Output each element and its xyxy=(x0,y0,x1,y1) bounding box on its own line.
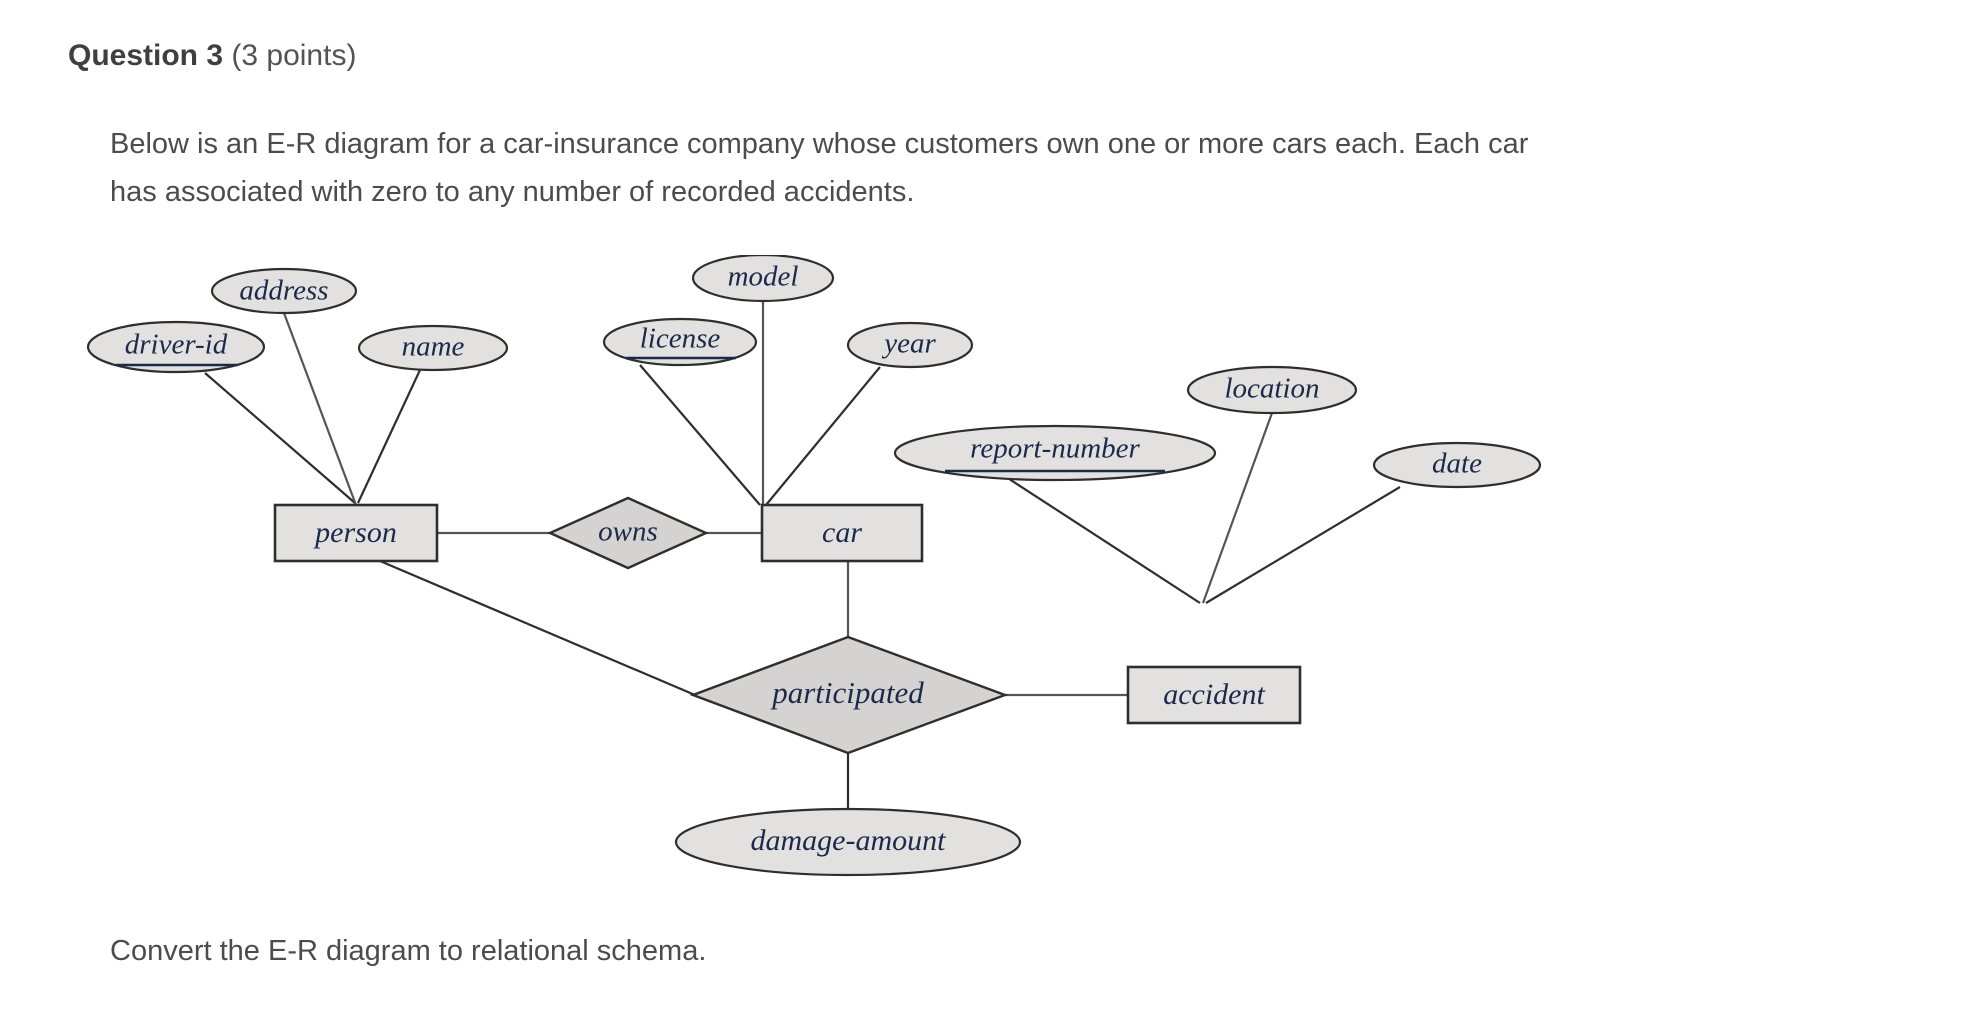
attribute-driver-id[interactable]: driver-id xyxy=(86,320,266,374)
relationship-label: owns xyxy=(598,516,658,548)
attribute-label: damage-amount xyxy=(751,824,947,857)
attribute-label: address xyxy=(239,275,328,307)
question-instruction: Convert the E-R diagram to relational sc… xyxy=(110,935,707,967)
relationship-label: participated xyxy=(770,675,924,710)
er-diagram: address driver-id name model license xyxy=(0,255,1600,895)
entity-label: accident xyxy=(1163,678,1265,711)
attribute-label: year xyxy=(881,328,936,360)
edge-license-car xyxy=(639,364,761,506)
attribute-label: location xyxy=(1224,373,1319,405)
attribute-damage-amount[interactable]: damage-amount xyxy=(674,807,1022,877)
attribute-label: name xyxy=(402,331,465,363)
attribute-year[interactable]: year xyxy=(846,321,974,369)
edge-reportnumber-accident xyxy=(999,472,1201,604)
relationship-participated[interactable]: participated xyxy=(689,635,1009,755)
attribute-license[interactable]: license xyxy=(602,317,758,367)
attribute-label: license xyxy=(640,323,721,355)
entity-label: person xyxy=(313,516,397,549)
relationship-owns[interactable]: owns xyxy=(547,496,709,570)
entity-person[interactable]: person xyxy=(273,503,439,563)
edge-year-car xyxy=(765,366,881,506)
question-points: (3 points) xyxy=(231,39,357,72)
attribute-location[interactable]: location xyxy=(1186,365,1358,415)
entity-accident[interactable]: accident xyxy=(1126,665,1302,725)
edge-location-accident xyxy=(1201,412,1274,604)
attribute-address[interactable]: address xyxy=(210,267,358,315)
edge-person-participated xyxy=(379,559,696,697)
attribute-label: driver-id xyxy=(125,329,228,361)
attribute-report-number[interactable]: report-number xyxy=(893,424,1217,482)
attribute-label: report-number xyxy=(970,433,1140,465)
edge-name-person xyxy=(357,369,421,504)
edge-driverid-person xyxy=(204,372,356,504)
question-prompt: Below is an E-R diagram for a car-insura… xyxy=(110,128,1529,208)
edge-date-accident xyxy=(1205,486,1401,604)
attribute-label: date xyxy=(1432,448,1482,480)
entity-label: car xyxy=(822,516,862,549)
er-connectors xyxy=(204,301,1401,810)
edge-address-person xyxy=(282,312,358,506)
attribute-date[interactable]: date xyxy=(1372,441,1542,489)
page-title: Question 3 (3 points) xyxy=(68,36,356,76)
entity-car[interactable]: car xyxy=(760,503,924,563)
attribute-name[interactable]: name xyxy=(357,324,509,372)
attribute-label: model xyxy=(728,261,799,293)
attribute-model[interactable]: model xyxy=(691,255,835,303)
question-label: Question 3 xyxy=(68,39,224,72)
